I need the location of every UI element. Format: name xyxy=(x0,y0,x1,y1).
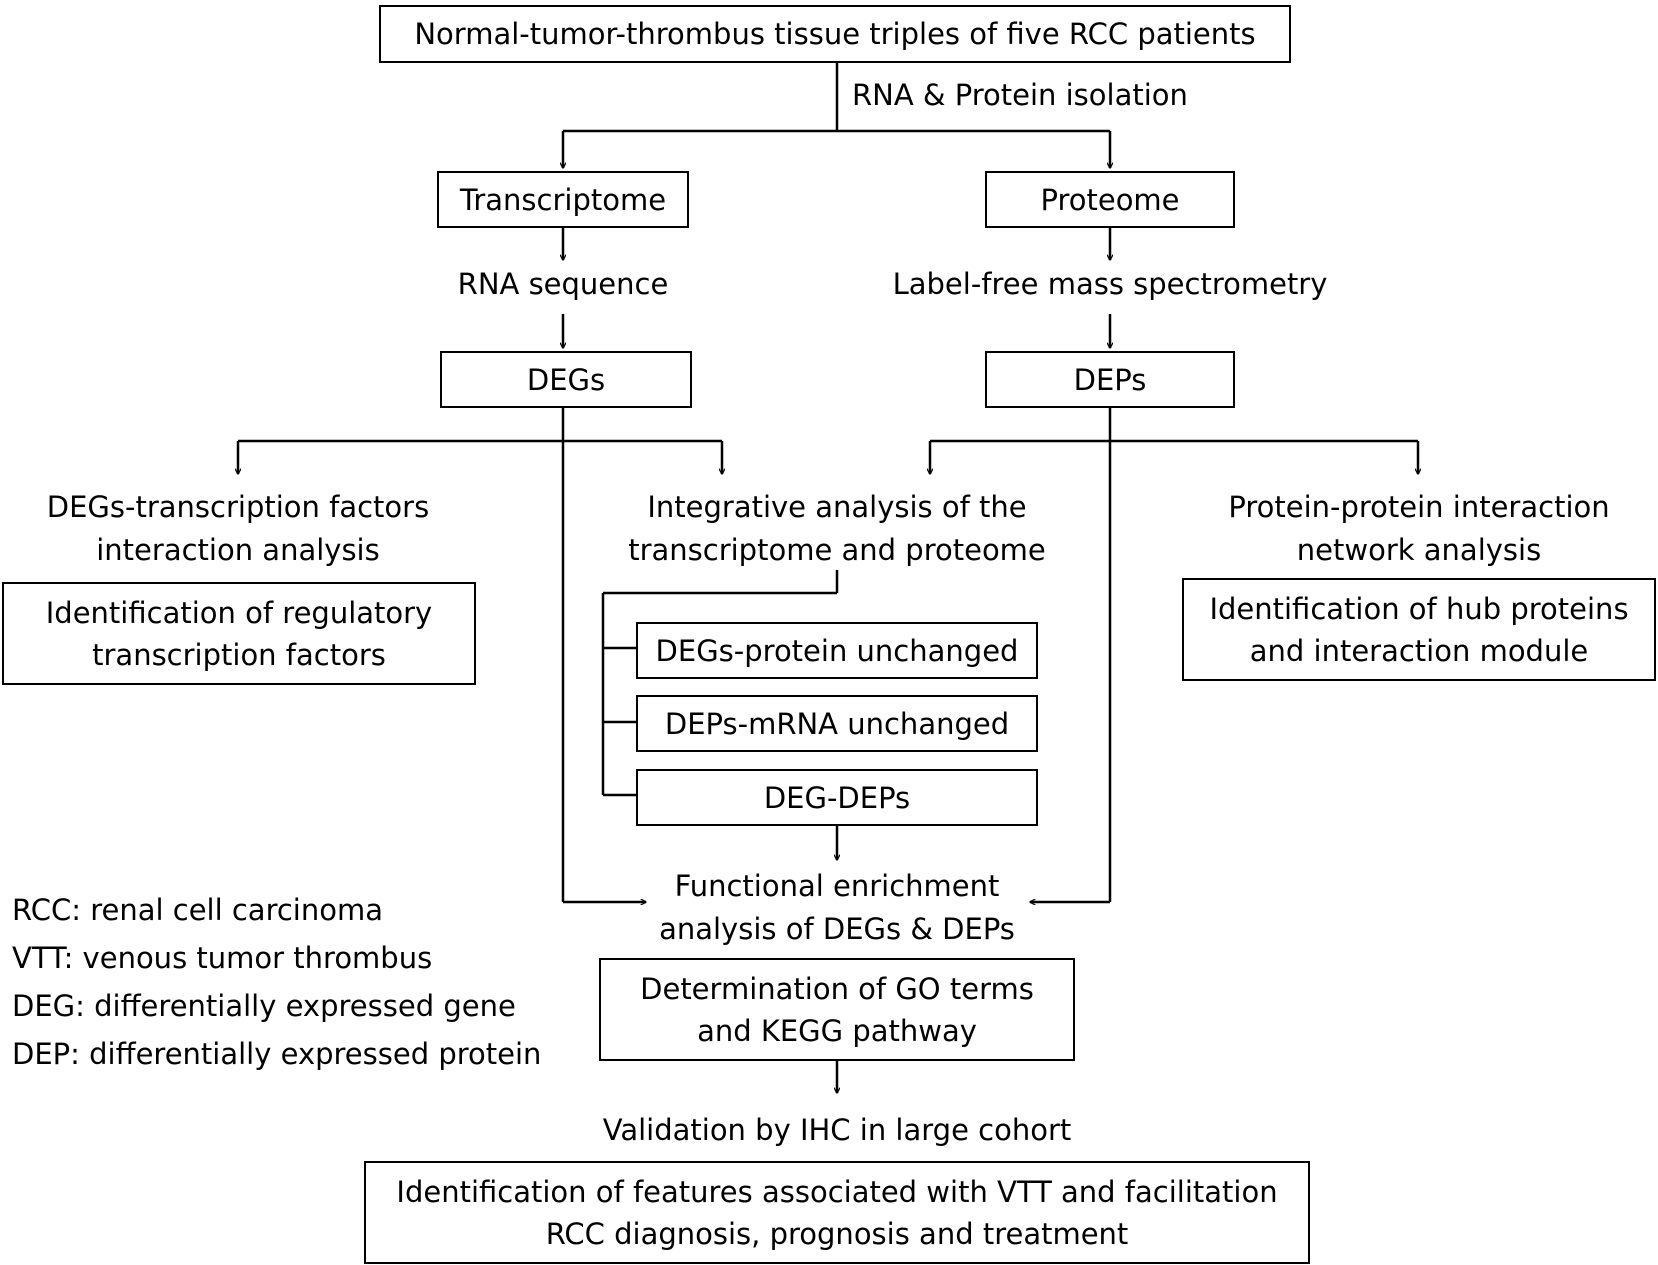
functional-enrichment-line-2: analysis of DEGs & DEPs xyxy=(659,912,1015,946)
mass-spectrometry-label: Label-free mass spectrometry xyxy=(892,267,1328,301)
deps-box: DEPs xyxy=(985,351,1235,408)
legend-item-deg: DEG: differentially expressed gene xyxy=(12,989,516,1023)
legend-item-dep: DEP: differentially expressed protein xyxy=(12,1037,542,1071)
transcriptome-box: Transcriptome xyxy=(437,171,689,228)
source-tissue-text: Normal-tumor-thrombus tissue triples of … xyxy=(414,17,1256,51)
ppi-analysis-line-1: Protein-protein interaction xyxy=(1228,490,1610,524)
isolation-label: RNA & Protein isolation xyxy=(852,78,1188,112)
integrative-analysis-line-1: Integrative analysis of the xyxy=(647,490,1027,524)
deg-deps-box: DEG-DEPs xyxy=(636,769,1038,826)
degs-protein-unchanged-text: DEGs-protein unchanged xyxy=(655,633,1019,668)
functional-enrichment-line-1: Functional enrichment xyxy=(674,869,1000,903)
functional-enrichment-label: Functional enrichment analysis of DEGs &… xyxy=(637,865,1037,951)
regulatory-tf-line-1: Identification of regulatory xyxy=(45,595,433,630)
go-kegg-line-1: Determination of GO terms xyxy=(640,971,1034,1006)
regulatory-tf-line-2: transcription factors xyxy=(92,637,386,672)
regulatory-tf-box: Identification of regulatory transcripti… xyxy=(2,582,476,685)
hub-proteins-line-1: Identification of hub proteins xyxy=(1209,591,1629,626)
deg-deps-text: DEG-DEPs xyxy=(763,780,911,815)
hub-proteins-box: Identification of hub proteins and inter… xyxy=(1182,578,1656,681)
legend-item-rcc: RCC: renal cell carcinoma xyxy=(12,893,384,927)
degs-protein-unchanged-box: DEGs-protein unchanged xyxy=(636,622,1038,679)
deps-mrna-unchanged-box: DEPs-mRNA unchanged xyxy=(636,695,1038,752)
tf-interaction-analysis-line-1: DEGs-transcription factors xyxy=(46,490,430,524)
hub-proteins-line-2: and interaction module xyxy=(1249,633,1589,668)
final-outcome-box: Identification of features associated wi… xyxy=(364,1161,1310,1264)
final-outcome-line-1: Identification of features associated wi… xyxy=(396,1174,1278,1209)
proteome-text: Proteome xyxy=(1040,182,1180,217)
source-tissue-box: Normal-tumor-thrombus tissue triples of … xyxy=(379,5,1291,63)
degs-text: DEGs xyxy=(526,362,606,397)
deps-text: DEPs xyxy=(1073,362,1147,397)
final-outcome-line-2: RCC diagnosis, prognosis and treatment xyxy=(545,1216,1129,1251)
go-kegg-box: Determination of GO terms and KEGG pathw… xyxy=(599,958,1075,1061)
integrative-analysis-label: Integrative analysis of the transcriptom… xyxy=(587,486,1087,572)
validation-label: Validation by IHC in large cohort xyxy=(602,1113,1072,1147)
abbreviation-legend: RCC: renal cell carcinoma VTT: venous tu… xyxy=(12,886,541,1078)
degs-box: DEGs xyxy=(440,351,692,408)
tf-interaction-analysis-label: DEGs-transcription factors interaction a… xyxy=(0,486,476,572)
legend-item-vtt: VTT: venous tumor thrombus xyxy=(12,941,433,975)
integrative-analysis-line-2: transcriptome and proteome xyxy=(628,533,1046,567)
transcriptome-text: Transcriptome xyxy=(459,182,667,217)
deps-mrna-unchanged-text: DEPs-mRNA unchanged xyxy=(664,706,1010,741)
rna-sequence-label: RNA sequence xyxy=(457,267,669,301)
proteome-box: Proteome xyxy=(985,171,1235,228)
ppi-analysis-label: Protein-protein interaction network anal… xyxy=(1182,486,1656,572)
ppi-analysis-line-2: network analysis xyxy=(1296,533,1542,567)
tf-interaction-analysis-line-2: interaction analysis xyxy=(96,533,380,567)
go-kegg-line-2: and KEGG pathway xyxy=(697,1013,977,1048)
